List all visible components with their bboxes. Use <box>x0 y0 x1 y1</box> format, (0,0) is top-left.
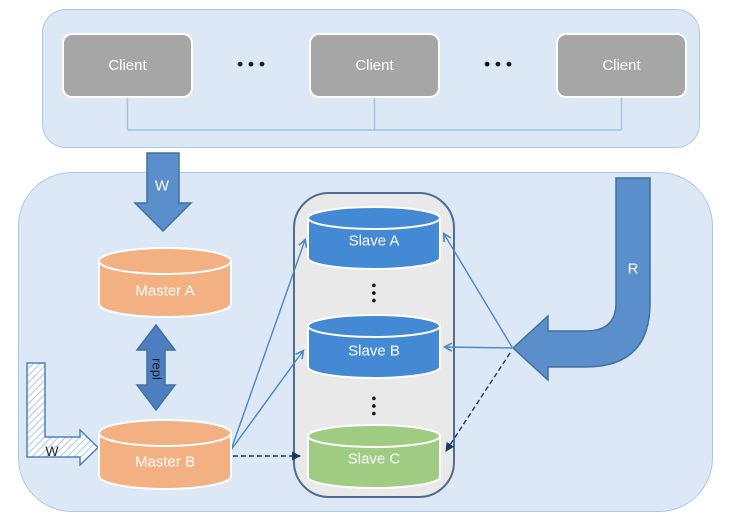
client-box-2: Client <box>309 33 440 98</box>
read-to-slavec-dashed-arrow <box>445 352 511 452</box>
write-arrow <box>133 152 193 233</box>
slave-b-label: Slave B <box>348 342 400 360</box>
client-box-3: Client <box>556 33 687 98</box>
masterb-to-slaveb-arrow <box>230 351 303 451</box>
clients-ellipsis-1: ••• <box>237 54 270 74</box>
read-to-slaveb-arrow <box>445 347 513 348</box>
read-to-slavea-arrow <box>444 234 513 348</box>
client-2-label: Client <box>355 57 394 74</box>
read-arrow-label: R <box>627 260 639 278</box>
slave-c-label: Slave C <box>347 450 401 468</box>
slave-a-label: Slave A <box>348 232 400 250</box>
slaves-ellipsis-2: ••• <box>366 396 382 419</box>
master-a-label: Master A <box>135 282 195 300</box>
master-b-cylinder <box>98 419 232 490</box>
external-write-arrow-label: W <box>45 443 59 459</box>
read-arrow <box>511 177 651 382</box>
client-bus-connector <box>126 98 623 131</box>
slave-a-cylinder <box>307 206 441 270</box>
replication-arrow <box>135 323 177 412</box>
replication-arrow-label: repl <box>149 358 165 380</box>
external-write-arrow <box>26 362 100 467</box>
client-3-label: Client <box>602 57 641 74</box>
slave-b-cylinder <box>307 314 441 379</box>
client-1-label: Client <box>108 57 147 74</box>
slaves-ellipsis-1: ••• <box>366 283 382 306</box>
masterb-to-slavea-arrow <box>230 240 305 451</box>
write-arrow-label: W <box>154 177 170 195</box>
slave-c-cylinder <box>307 424 441 489</box>
master-b-label: Master B <box>134 453 196 471</box>
client-box-1: Client <box>62 33 193 98</box>
master-a-cylinder <box>98 247 232 318</box>
clients-ellipsis-2: ••• <box>484 54 517 74</box>
